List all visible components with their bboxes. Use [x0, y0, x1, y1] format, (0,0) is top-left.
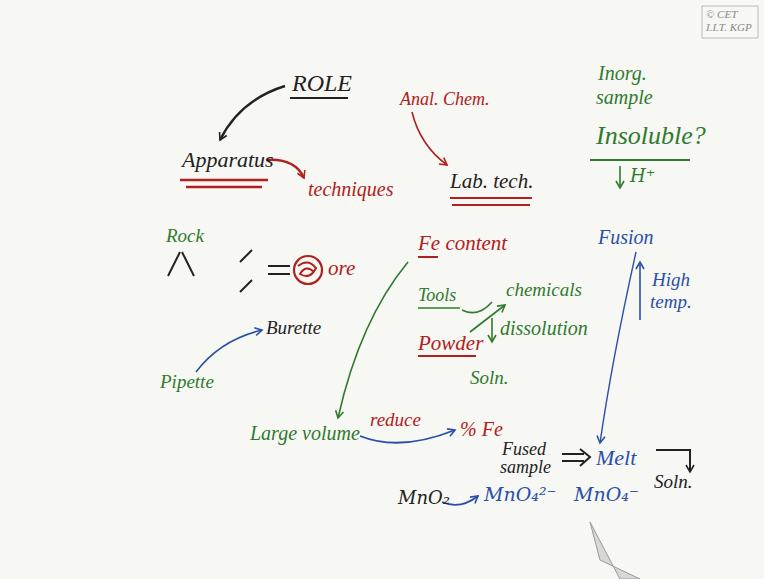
watermark: © CET: [706, 8, 737, 20]
note-word: sample: [500, 458, 551, 478]
note-word: techniques: [308, 178, 394, 200]
chem-formula: MnO₄²⁻: [484, 484, 557, 505]
note-word: Apparatus: [182, 148, 274, 172]
note-word: Burette: [266, 318, 321, 339]
note-word: Powder: [418, 332, 483, 355]
note-word: Pipette: [160, 372, 214, 393]
watermark: I.I.T. KGP: [706, 21, 752, 33]
note-word: Fused: [502, 440, 546, 460]
chem-formula: MnO₂: [398, 488, 450, 508]
note-word: % Fe: [460, 418, 503, 440]
heading: ROLE: [292, 70, 352, 96]
note-word: temp.: [650, 292, 692, 313]
note-word: Insoluble?: [596, 122, 706, 151]
note-word: chemicals: [506, 280, 582, 301]
note-word: Tools: [418, 286, 456, 306]
note-word: H⁺: [630, 166, 655, 186]
note-word: ore: [328, 257, 355, 280]
note-word: High: [652, 270, 690, 291]
note-word: Rock: [166, 226, 204, 247]
note-word: Soln.: [470, 368, 509, 389]
note-word: Melt: [596, 446, 636, 470]
note-word: dissolution: [500, 317, 588, 339]
note-word: Fusion: [598, 226, 654, 248]
note-word: Lab. tech.: [450, 170, 533, 193]
note-word: Large volume: [250, 422, 360, 444]
note-word: sample: [596, 86, 653, 108]
note-word: reduce: [370, 410, 421, 431]
chem-formula: MnO₄⁻: [574, 484, 639, 505]
note-word: Fe content: [418, 232, 507, 255]
note-word: Inorg.: [598, 62, 647, 84]
note-word: Soln.: [654, 472, 693, 493]
note-word: Anal. Chem.: [400, 90, 490, 110]
